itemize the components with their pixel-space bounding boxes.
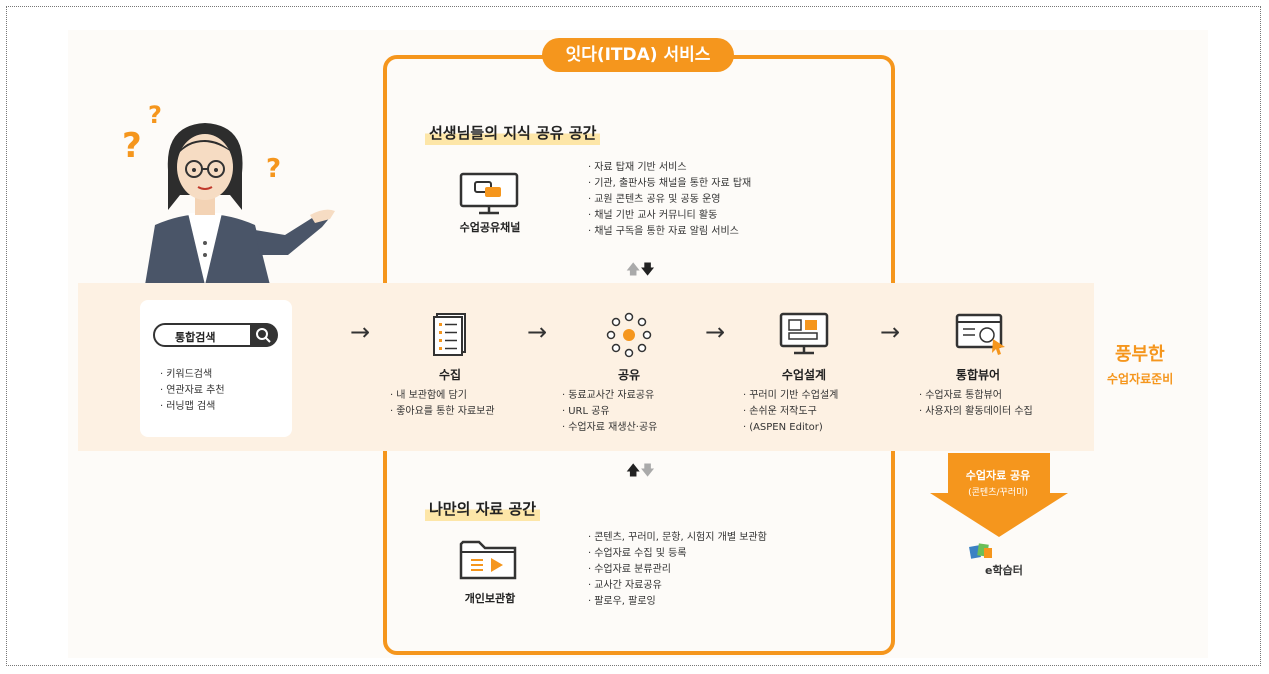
question-mark-icon: ? — [266, 154, 281, 184]
list-item: 자료 탑재 기반 서비스 — [588, 160, 751, 176]
search-feature-list: 키워드검색 연관자료 추천 러닝맵 검색 — [160, 367, 225, 415]
step-collect-list: 내 보관함에 담기 좋아요를 통한 자료보관 — [390, 388, 495, 420]
monitor-chat-icon — [459, 172, 519, 215]
document-list-icon — [433, 313, 466, 356]
question-mark-icon: ? — [148, 101, 162, 129]
step-title-design: 수업설계 — [781, 368, 827, 382]
step-title-viewer: 통합뷰어 — [955, 368, 1001, 382]
list-item: 키워드검색 — [160, 367, 225, 383]
step-title-collect: 수집 — [438, 368, 462, 382]
bottom-section-title: 나만의 자료 공간 — [425, 496, 541, 521]
bottom-section-list: 콘텐츠, 꾸러미, 문항, 시험지 개별 보관함 수업자료 수집 및 등록 수업… — [588, 530, 767, 610]
export-label: 수업자료 공유 — [965, 469, 1031, 482]
search-button[interactable] — [250, 323, 278, 347]
top-section-list: 자료 탑재 기반 서비스 기관, 출판사등 채널을 통한 자료 탑재 교원 콘텐… — [588, 160, 751, 240]
list-item: 수업자료 분류관리 — [588, 562, 767, 578]
list-item: 교사간 자료공유 — [588, 578, 767, 594]
list-item: (ASPEN Editor) — [743, 420, 838, 436]
list-item: 연관자료 추천 — [160, 383, 224, 399]
list-item: 좋아요를 통한 자료보관 — [390, 404, 494, 420]
teacher-illustration: ? ? ? — [122, 101, 335, 285]
list-item: 수업자료 수집 및 등록 — [588, 546, 767, 562]
question-mark-icon: ? — [122, 126, 142, 166]
list-item: 수업자료 통합뷰어 — [919, 388, 1033, 404]
list-item: 채널 구독을 통한 자료 알림 서비스 — [588, 224, 751, 240]
result-line-2: 수업자료준비 — [1107, 372, 1174, 386]
top-section-title: 선생님들의 지식 공유 공간 — [425, 120, 601, 145]
step-viewer-list: 수업자료 통합뷰어 사용자의 활동데이터 수집 — [919, 388, 1033, 420]
browser-cursor-icon — [955, 313, 1005, 355]
list-item: 기관, 출판사등 채널을 통한 자료 탑재 — [588, 176, 751, 192]
list-item: 사용자의 활동데이터 수집 — [919, 404, 1033, 420]
export-sublabel: (콘텐츠/꾸러미) — [968, 488, 1028, 498]
right-arrow-icon: → — [527, 318, 548, 346]
e-hakseupteo-logo-text: e학습터 — [985, 564, 1023, 577]
list-item: 수업자료 재생산·공유 — [562, 420, 657, 436]
network-share-icon — [606, 312, 652, 358]
list-item: 콘텐츠, 꾸러미, 문항, 시험지 개별 보관함 — [588, 530, 767, 546]
result-line-1: 풍부한 — [1115, 344, 1165, 365]
list-item: 내 보관함에 담기 — [390, 388, 495, 404]
right-arrow-icon: → — [350, 318, 371, 346]
search-label: 통합검색 — [175, 331, 216, 344]
up-down-arrows-icon: 🡅🡇 — [626, 463, 655, 479]
monitor-design-icon — [779, 312, 829, 355]
bottom-section-icon-caption: 개인보관함 — [464, 592, 516, 605]
e-hakseupteo-logo — [969, 543, 992, 559]
list-item: 동료교사간 자료공유 — [562, 388, 657, 404]
search-icon — [256, 328, 271, 343]
itda-service-title: 잇다(ITDA) 서비스 — [542, 38, 734, 72]
list-item: 러닝맵 검색 — [160, 399, 225, 415]
step-design-list: 꾸러미 기반 수업설계 손쉬운 저작도구 (ASPEN Editor) — [743, 388, 838, 436]
right-arrow-icon: → — [705, 318, 726, 346]
step-share-list: 동료교사간 자료공유 URL 공유 수업자료 재생산·공유 — [562, 388, 657, 436]
list-item: 팔로우, 팔로잉 — [588, 594, 767, 610]
down-arrow-icon — [930, 453, 1068, 537]
list-item: 손쉬운 저작도구 — [743, 404, 838, 420]
step-title-share: 공유 — [617, 368, 641, 382]
top-section-icon-caption: 수업공유채널 — [459, 221, 521, 234]
outer-frame — [6, 6, 1261, 666]
list-item: 교원 콘텐츠 공유 및 공동 운영 — [588, 192, 751, 208]
up-down-arrows-icon: 🡅🡇 — [626, 262, 655, 278]
list-item: 채널 기반 교사 커뮤니티 활동 — [588, 208, 751, 224]
list-item: 꾸러미 기반 수업설계 — [743, 388, 838, 404]
list-item: URL 공유 — [562, 404, 657, 420]
right-arrow-icon: → — [880, 318, 901, 346]
folder-play-icon — [459, 540, 517, 580]
